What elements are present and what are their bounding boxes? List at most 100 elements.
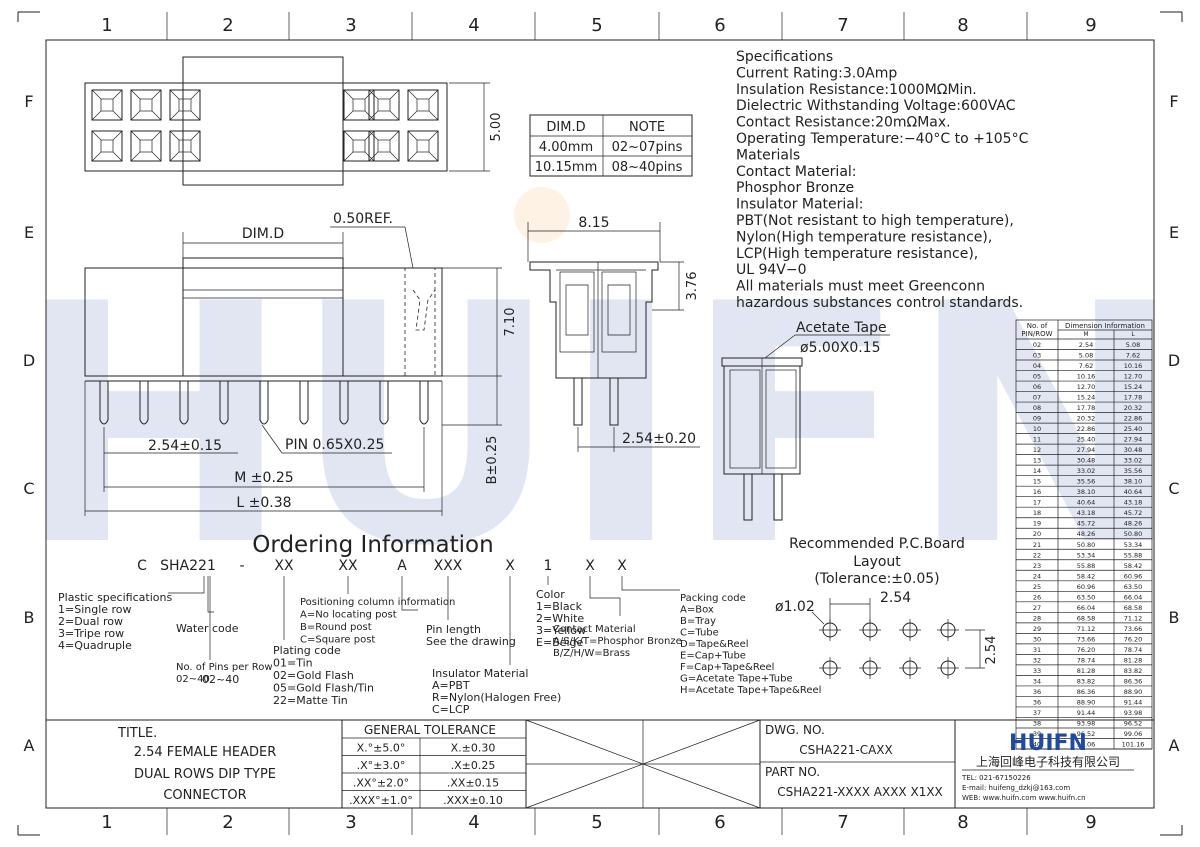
- dim-info-cell: 29: [1033, 625, 1041, 633]
- ordering-pins: 02~40: [202, 673, 239, 686]
- ordering-insulator: C=LCP: [432, 703, 470, 716]
- dim-info-cell: 02: [1033, 341, 1041, 349]
- row-label: C: [1168, 479, 1179, 498]
- ordering-pins: No. of Pins per Row: [176, 662, 273, 673]
- ordering-positioning: C=Square post: [300, 635, 375, 646]
- dim-info-cell: 15.24: [1124, 383, 1143, 391]
- ordering-pinlength: Pin length: [426, 623, 481, 636]
- dim-info-cell: 81.28: [1077, 667, 1096, 675]
- spec-line: Insulator Material:: [736, 197, 864, 213]
- ordering-insulator: A=PBT: [432, 679, 470, 692]
- dim-info-cell: 7.62: [1126, 352, 1140, 360]
- dim-info-cell: 32: [1033, 656, 1041, 664]
- dim-info-cell: 27.94: [1124, 436, 1143, 444]
- dim-info-cell: 33.02: [1077, 467, 1096, 475]
- dim-info-cell: 83.82: [1077, 677, 1096, 685]
- dim-d-table: DIM.D NOTE 4.00mm 02~07pins 10.15mm 08~4…: [529, 114, 693, 177]
- dim-info-cell: 31: [1033, 646, 1041, 654]
- column-label: 2: [222, 812, 233, 833]
- dim-info-cell: 35.56: [1124, 467, 1143, 475]
- dim-info-cell: 30.48: [1124, 446, 1143, 454]
- dim-info-cell: 17: [1033, 499, 1041, 507]
- pcb-pitch-vertical: 2.54: [984, 636, 999, 665]
- column-label: 4: [468, 15, 479, 36]
- contact-cell: [169, 130, 201, 162]
- ordering-code-part: XX: [338, 558, 358, 574]
- ordering-plating: 01=Tin: [273, 657, 313, 670]
- dim-info-cell: 76.20: [1124, 635, 1143, 643]
- acetate-tape-label: Acetate Tape: [796, 320, 887, 336]
- contact-cell: [407, 130, 439, 162]
- dim-info-cell: 81.28: [1124, 656, 1143, 664]
- pcb-pitch-horizontal: 2.54: [880, 590, 911, 606]
- column-label: 6: [714, 15, 725, 36]
- dim-info-cell: 50.80: [1124, 530, 1143, 538]
- dim-info-cell: 22.86: [1077, 425, 1096, 433]
- dim-info-cell: 99.06: [1124, 730, 1143, 738]
- ordering-code-part: X: [617, 558, 627, 574]
- dim-info-cell: 7.62: [1079, 362, 1093, 370]
- dim-info-cell: 20.32: [1077, 415, 1096, 423]
- dim-d-label: DIM.D: [242, 226, 284, 242]
- ordering-plastic: Plastic specifications: [58, 591, 172, 604]
- ordering-color: Color: [536, 588, 565, 601]
- dim-info-cell: 20.32: [1124, 404, 1143, 412]
- tolerance-cell: .X°±3.0°: [357, 759, 406, 772]
- pin: [259, 381, 269, 425]
- dim-m: M ±0.25: [234, 470, 293, 486]
- row-label: E: [24, 223, 34, 242]
- dim-info-cell: 45.72: [1077, 520, 1096, 528]
- ordering-positioning: Positioning column information: [300, 597, 455, 608]
- dim-info-cell: 05: [1033, 373, 1041, 381]
- dim-info-cell: 88.90: [1077, 698, 1096, 706]
- ordering-packing: G=Acetate Tape+Tube: [680, 674, 793, 685]
- dim-info-cell: 53.34: [1124, 541, 1143, 549]
- dim-info-cell: 2.54: [1079, 341, 1093, 349]
- dim-info-cell: 30.48: [1077, 457, 1096, 465]
- dim-info-cell: 38.10: [1124, 478, 1143, 486]
- dim-info-cell: 73.66: [1077, 635, 1096, 643]
- column-label: 1: [101, 15, 112, 36]
- dim-info-cell: 60.96: [1124, 572, 1143, 580]
- dim-info-cell: 15: [1033, 478, 1041, 486]
- pin: [139, 381, 149, 425]
- ordering-code-part: -: [239, 558, 244, 574]
- dim-info-cell: 60.96: [1077, 583, 1096, 591]
- ordering-insulator: R=Nylon(Halogen Free): [432, 691, 561, 704]
- tolerance-cell: .XXX°±1.0°: [349, 794, 413, 807]
- dim-info-cell: 63.50: [1124, 583, 1143, 591]
- dim-info-cell: 27.94: [1077, 446, 1096, 454]
- spec-line: Nylon(High temperature resistance),: [736, 229, 992, 245]
- dim-info-cell: 24: [1033, 572, 1041, 580]
- dim-info-title: Dimension Information: [1065, 322, 1145, 330]
- dim-info-cell: 25: [1033, 583, 1041, 591]
- dim-info-cell: 86.36: [1077, 688, 1096, 696]
- ordering-code-part: A: [397, 558, 407, 574]
- ordering-code-part: X: [505, 558, 515, 574]
- ordering-color: E=Beige: [536, 636, 584, 649]
- pcb-title: Recommended P.C.Board: [789, 536, 965, 552]
- pcb-hole-diameter: ø1.02: [775, 599, 815, 615]
- contact-cell: [91, 89, 123, 121]
- dim-info-cell: 17.78: [1124, 394, 1143, 402]
- column-label: 3: [345, 812, 356, 833]
- row-label: A: [1169, 736, 1180, 755]
- dim-info-cell: 04: [1033, 362, 1041, 370]
- dim-info-cell: 14: [1033, 467, 1041, 475]
- end-view: 8.15 3.76 2.54±0.20: [527, 215, 700, 452]
- row-label: F: [24, 92, 33, 111]
- ordering-color: 3=Yellow: [536, 624, 586, 637]
- dim-info-cell: 22: [1033, 551, 1041, 559]
- dim-info-cell: 07: [1033, 394, 1041, 402]
- dim-info-cell: 38.10: [1077, 488, 1096, 496]
- ordering-positioning: A=No locating post: [300, 610, 397, 621]
- dim-info-cell: 28: [1033, 614, 1041, 622]
- ordering-water: Water code: [176, 622, 239, 635]
- dim-info-cell: 88.90: [1124, 688, 1143, 696]
- spec-line: Dielectric Withstanding Voltage:600VAC: [736, 98, 1016, 114]
- dim-info-cell: 10: [1033, 425, 1041, 433]
- row-label: F: [1169, 92, 1178, 111]
- column-label: 8: [957, 15, 968, 36]
